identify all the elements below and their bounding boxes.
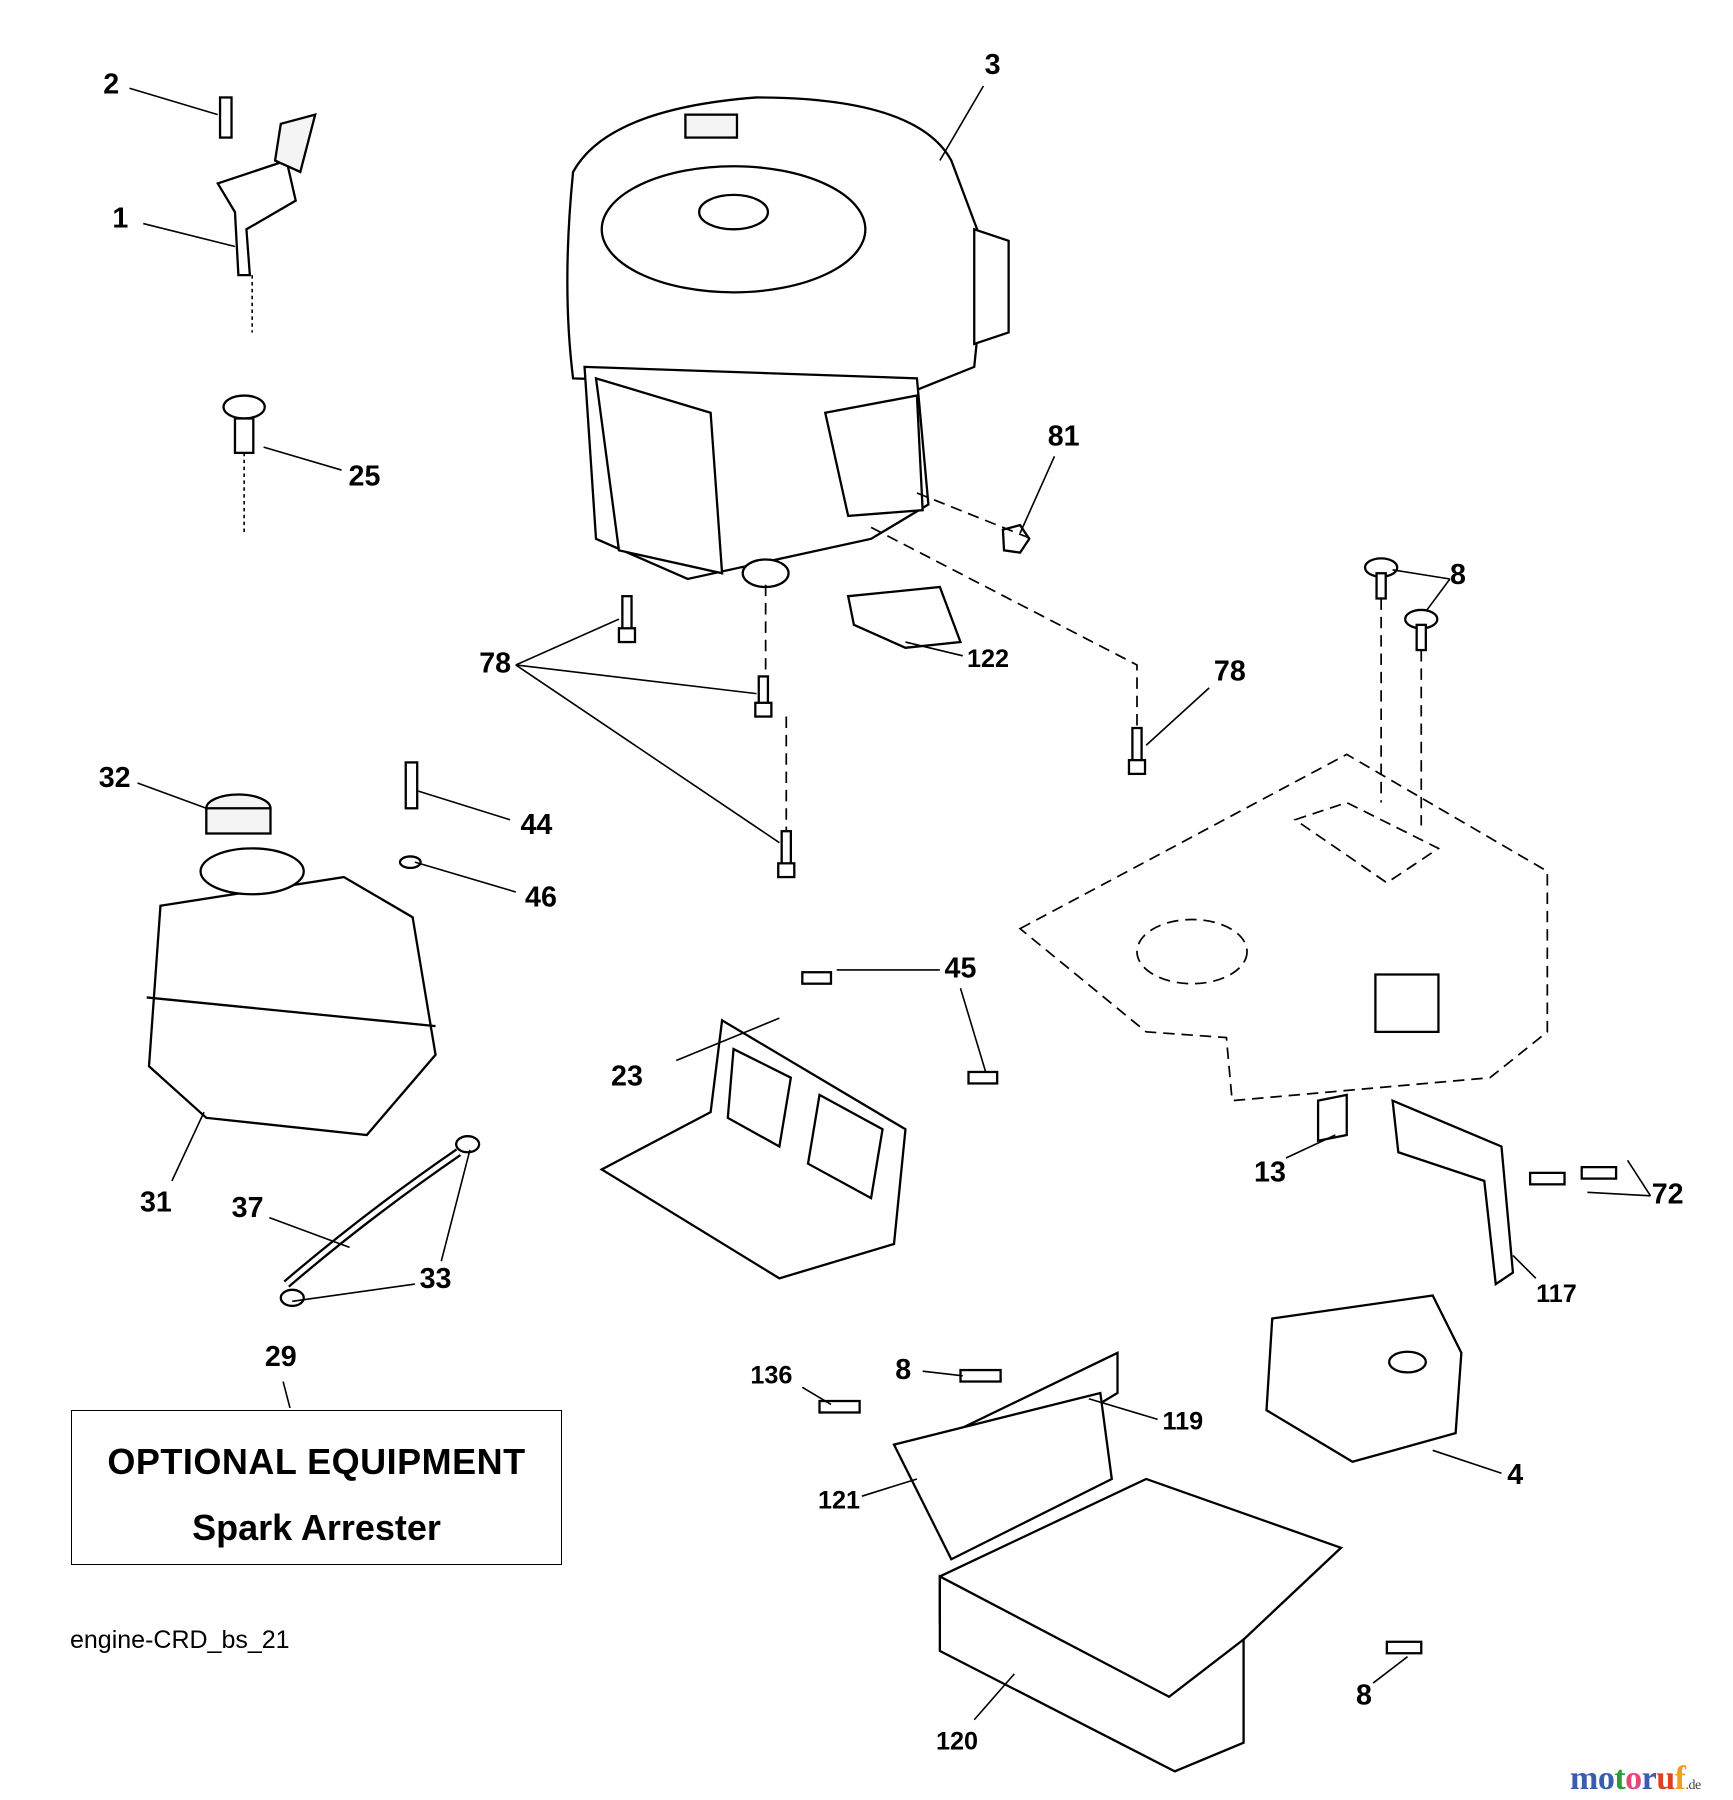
leader-line (861, 1478, 918, 1497)
optional-equipment-subtitle: Spark Arrester (192, 1507, 441, 1548)
leader-line (515, 664, 780, 844)
callout-8: 8 (895, 1354, 911, 1386)
watermark-letter: f (1674, 1760, 1686, 1797)
callout-46: 46 (525, 881, 557, 913)
watermark-letter: o (1625, 1760, 1642, 1797)
muffler-part (1265, 973, 1618, 1464)
callout-122: 122 (967, 645, 1009, 673)
leader-line (1626, 1159, 1652, 1197)
leader-line (129, 87, 219, 116)
callout-33: 33 (420, 1263, 452, 1295)
callout-117: 117 (1536, 1280, 1577, 1308)
leader-line (1145, 687, 1210, 746)
watermark-letter: m (1570, 1760, 1598, 1797)
callout-45: 45 (945, 952, 977, 984)
spark-arrester-part (818, 1351, 1423, 1773)
leader-line (515, 618, 620, 666)
leader-line (905, 641, 963, 657)
callout-72: 72 (1652, 1178, 1684, 1210)
callout-81: 81 (1048, 421, 1080, 453)
callout-3: 3 (985, 49, 1001, 81)
leader-line (171, 1111, 205, 1182)
optional-equipment-title: OPTIONAL EQUIPMENT (107, 1441, 526, 1482)
heat-shield-part (599, 971, 999, 1280)
watermark-letter: r (1641, 1760, 1657, 1797)
leader-line (143, 222, 236, 248)
callout-leader-lines (129, 85, 1652, 1721)
leader-line (1088, 1397, 1158, 1421)
callout-25: 25 (349, 461, 381, 493)
leader-line (1372, 1656, 1408, 1684)
bolts (617, 492, 1439, 879)
frame-part (1018, 753, 1549, 1102)
callout-78: 78 (1214, 656, 1246, 688)
leader-line (282, 1381, 291, 1409)
fuel-tank-part (146, 761, 481, 1308)
choke-knob-part (222, 394, 266, 534)
diagram-id: engine-CRD_bs_21 (70, 1626, 290, 1654)
callout-78: 78 (479, 648, 511, 680)
callout-44: 44 (520, 809, 552, 841)
callout-136: 136 (750, 1362, 792, 1390)
leader-line (440, 1149, 471, 1262)
callout-8: 8 (1450, 559, 1466, 591)
leader-line (292, 1283, 416, 1303)
throttle-control-part (216, 96, 317, 333)
leader-line (263, 446, 342, 471)
leader-line (1285, 1134, 1336, 1159)
leader-line (1426, 578, 1451, 611)
callout-1: 1 (112, 203, 128, 235)
leader-line (418, 790, 511, 821)
callout-4: 4 (1507, 1459, 1523, 1491)
callout-119: 119 (1163, 1407, 1204, 1435)
watermark-letter: t (1614, 1760, 1626, 1797)
watermark-letter: u (1656, 1760, 1675, 1797)
leader-line (675, 1017, 780, 1062)
leader-line (1392, 569, 1451, 580)
leader-line (515, 664, 757, 695)
callout-37: 37 (232, 1192, 264, 1224)
callout-13: 13 (1254, 1157, 1286, 1189)
leader-line (959, 988, 987, 1073)
watermark-logo: motoruf.de (1570, 1760, 1701, 1798)
callout-2: 2 (103, 69, 119, 101)
leader-line (1512, 1254, 1537, 1279)
leader-line (801, 1386, 832, 1406)
leader-line (939, 85, 985, 161)
leader-line (137, 782, 207, 810)
optional-equipment-box: OPTIONAL EQUIPMENT Spark Arrester (71, 1410, 562, 1565)
callout-32: 32 (99, 762, 131, 794)
leader-line (269, 1216, 350, 1249)
leader-line (414, 861, 517, 893)
callout-29: 29 (265, 1341, 297, 1373)
leader-line (922, 1370, 963, 1377)
watermark-main: motoruf (1570, 1760, 1686, 1797)
leader-line (1432, 1449, 1502, 1475)
watermark-letter: o (1597, 1760, 1615, 1797)
leader-line (1019, 455, 1056, 534)
callout-31: 31 (140, 1186, 172, 1218)
callout-8: 8 (1356, 1679, 1372, 1711)
callout-23: 23 (611, 1060, 643, 1092)
callout-121: 121 (818, 1487, 860, 1515)
leader-line (973, 1673, 1015, 1721)
callout-120: 120 (936, 1727, 978, 1755)
leader-line (1587, 1191, 1651, 1197)
watermark-tld: .de (1685, 1778, 1702, 1793)
engine-part (566, 96, 1010, 589)
